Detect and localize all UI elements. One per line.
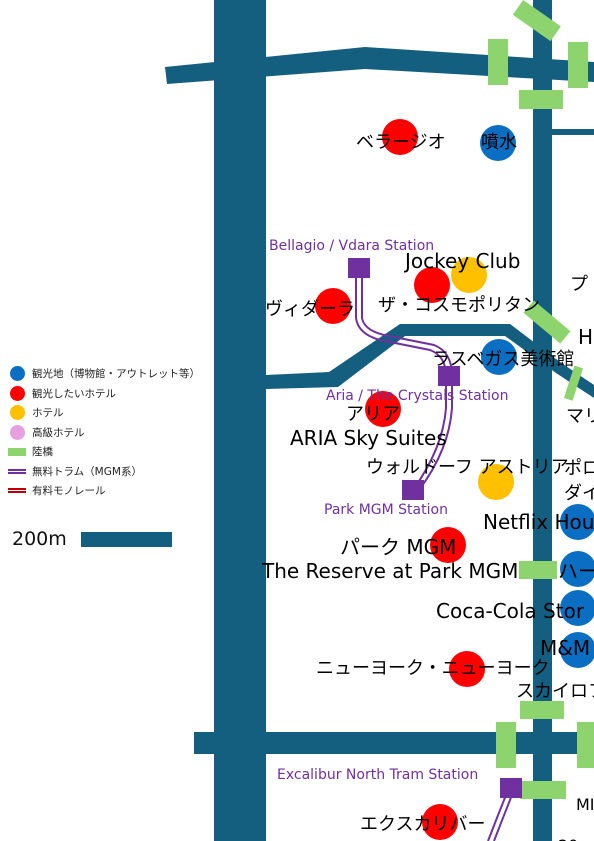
tram-stations bbox=[348, 258, 522, 798]
skybridges bbox=[488, 0, 594, 799]
road-tropicana bbox=[194, 732, 594, 754]
legend-label: 高級ホテル bbox=[32, 426, 85, 439]
label-pu: プ bbox=[570, 274, 588, 295]
legend-symbol-luxury-hotel bbox=[8, 424, 26, 440]
legend-item-monorail: 有料モノレール bbox=[8, 481, 228, 501]
roads bbox=[165, 0, 594, 841]
label-polo: ポロ bbox=[564, 458, 594, 479]
label-h: H bbox=[578, 325, 593, 349]
legend-symbol-sightseeing bbox=[8, 366, 26, 382]
skybridge bbox=[519, 90, 563, 109]
label-art-museum: ラスベガス美術館 bbox=[432, 349, 574, 370]
poi-markers bbox=[315, 119, 594, 840]
label-ha: ハー bbox=[558, 559, 594, 583]
tram-line bbox=[361, 268, 453, 491]
legend-label: 陸橋 bbox=[32, 446, 53, 459]
label-vdara: ヴィダーラ bbox=[265, 299, 355, 320]
hotel-want-cosmopolitan bbox=[414, 267, 450, 303]
label-cosmopolitan: ザ・コスモポリタン bbox=[378, 295, 540, 316]
hotel-want-bellagio bbox=[382, 119, 418, 155]
skybridge bbox=[519, 561, 557, 579]
legend-symbol-monorail bbox=[8, 484, 26, 498]
sightseeing-mm bbox=[560, 632, 594, 668]
scale-bar: 200m bbox=[12, 528, 172, 550]
skybridge bbox=[568, 42, 588, 88]
place-labels: ベラージオ 噴水 Jockey Club プ ヴィダーラ ザ・コスモポリタン H… bbox=[261, 132, 594, 841]
legend-symbol-skybridge bbox=[8, 445, 26, 459]
label-aria: アリア bbox=[346, 404, 400, 425]
legend-label: 有料モノレール bbox=[32, 485, 106, 498]
station-excalibur-north bbox=[500, 778, 522, 798]
legend-item-skybridge: 陸橋 bbox=[8, 442, 228, 462]
hotel-want-vdara bbox=[315, 288, 351, 324]
hotel-jockey-club bbox=[451, 257, 487, 293]
road-main-vertical bbox=[214, 0, 266, 841]
tram-line bbox=[355, 268, 447, 491]
hotel-want-park-mgm bbox=[430, 527, 466, 563]
hotel-want-excalibur bbox=[422, 804, 458, 840]
sightseeing-art-museum bbox=[481, 339, 517, 375]
legend: 観光地（博物館・アウトレット等） 観光したいホテル ホテル 高級ホテル 陸橋 無… bbox=[8, 364, 228, 501]
road-flamingo bbox=[165, 47, 594, 84]
label-mari: マリ bbox=[566, 406, 594, 427]
road-east-branch bbox=[552, 129, 594, 135]
label-fountain: 噴水 bbox=[481, 132, 517, 153]
label-excalibur: エクスカリバー bbox=[360, 814, 485, 835]
sightseeing-netflix bbox=[560, 504, 594, 540]
skybridge bbox=[577, 722, 594, 768]
label-skyrofu: スカイロフ bbox=[516, 681, 594, 702]
hotel-waldorf bbox=[478, 464, 514, 500]
label-bellagio: ベラージオ bbox=[356, 132, 446, 153]
hotel-want-aria bbox=[365, 391, 401, 427]
skybridge bbox=[496, 722, 516, 768]
sightseeing-fountain bbox=[480, 125, 516, 161]
station-aria-crystals bbox=[438, 366, 460, 386]
legend-item-sightseeing: 観光地（博物館・アウトレット等） bbox=[8, 364, 228, 384]
label-mm: M&M bbox=[540, 636, 590, 660]
label-aria-sky-suites: ARIA Sky Suites bbox=[290, 426, 447, 450]
legend-symbol-hotel-want bbox=[8, 385, 26, 401]
legend-symbol-hotel bbox=[8, 405, 26, 421]
sightseeing-ha bbox=[560, 551, 594, 587]
skybridge bbox=[523, 300, 571, 344]
legend-symbol-tram bbox=[8, 464, 26, 478]
legend-label: 観光したいホテル bbox=[32, 387, 116, 400]
skybridge bbox=[512, 0, 561, 42]
hotel-want-new-york bbox=[449, 651, 485, 687]
label-park-mgm: パーク MGM bbox=[340, 535, 456, 559]
legend-label: 無料トラム（MGM系） bbox=[32, 465, 142, 478]
legend-label: ホテル bbox=[32, 407, 64, 420]
legend-item-hotel: ホテル bbox=[8, 403, 228, 423]
legend-item-luxury-hotel: 高級ホテル bbox=[8, 423, 228, 443]
label-new-york: ニューヨーク・ニューヨーク bbox=[316, 658, 550, 679]
road-strip-vertical bbox=[533, 0, 552, 841]
sightseeing-coca-cola bbox=[560, 590, 594, 626]
legend-label: 観光地（博物館・アウトレット等） bbox=[32, 368, 200, 381]
label-mi: MI bbox=[576, 795, 594, 814]
legend-item-tram: 無料トラム（MGM系） bbox=[8, 462, 228, 482]
label-jockey-club: Jockey Club bbox=[403, 249, 520, 273]
scale-bar-graphic bbox=[80, 531, 172, 547]
label-netflix: Netflix Hou bbox=[483, 510, 594, 534]
station-label-bellagio-vdara: Bellagio / Vdara Station bbox=[269, 238, 434, 254]
label-coca-cola: Coca-Cola Stor bbox=[436, 599, 585, 623]
skybridge bbox=[563, 365, 584, 401]
station-label-aria-crystals: Aria / The Crystals Station bbox=[326, 388, 509, 404]
legend-item-hotel-want: 観光したいホテル bbox=[8, 384, 228, 404]
label-dai: ダイ bbox=[564, 483, 594, 504]
label-20: 20 bbox=[558, 836, 578, 841]
skybridge bbox=[520, 701, 564, 719]
station-label-park-mgm: Park MGM Station bbox=[324, 502, 448, 518]
scale-label: 200m bbox=[12, 528, 67, 550]
label-reserve-park-mgm: The Reserve at Park MGM bbox=[261, 559, 518, 583]
station-labels: Bellagio / Vdara Station Aria / The Crys… bbox=[269, 238, 509, 783]
station-park-mgm bbox=[402, 480, 424, 500]
station-label-excalibur-north: Excalibur North Tram Station bbox=[277, 767, 478, 783]
label-waldorf: ウォルドーフ アストリア bbox=[366, 457, 569, 478]
station-bellagio-vdara bbox=[348, 258, 370, 278]
skybridge bbox=[520, 781, 566, 799]
skybridge bbox=[488, 39, 508, 85]
